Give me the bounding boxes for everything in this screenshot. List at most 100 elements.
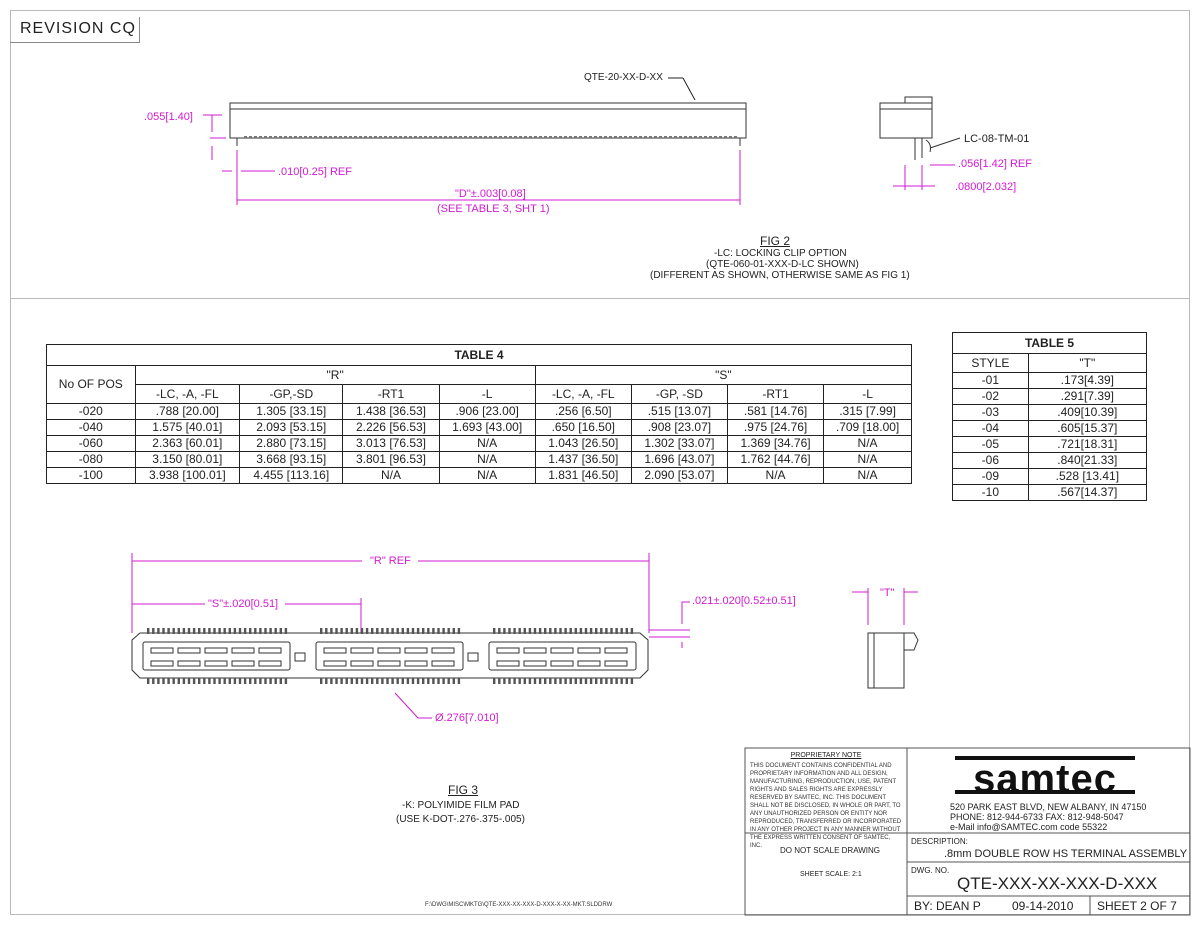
fig3-connector-top-view	[131, 632, 649, 679]
table-4-header-cell: -RT1	[726, 384, 825, 404]
table-cell: -04	[952, 420, 1029, 437]
table-cell: 1.831 [46.50]	[534, 467, 632, 484]
fig3-side-view	[867, 632, 919, 689]
fig2-part-label: QTE-20-XX-D-XX	[584, 72, 663, 83]
table-cell: -05	[952, 436, 1029, 453]
company-address-block: 520 PARK EAST BLVD, NEW ALBANY, IN 47150…	[950, 802, 1146, 832]
table-cell: .315 [7.99]	[823, 403, 912, 420]
fig2-lc-dims	[893, 164, 955, 190]
table-cell: -06	[952, 452, 1029, 469]
file-path: F:\DWG\MISC\MKTG\QTE-XXX-XX-XXX-D-XXX-X-…	[425, 902, 613, 908]
table-cell: 1.438 [36.53]	[342, 403, 440, 420]
table-4-header-cell: -RT1	[342, 384, 440, 404]
drawing-frame	[10, 10, 1190, 915]
table-row: -05.721[18.31]	[952, 436, 1148, 453]
fig3-dim-thk: .021±.020[0.52±0.51]	[692, 595, 796, 607]
table-cell: .528 [13.41]	[1027, 468, 1148, 485]
table-cell: .908 [23.07]	[630, 419, 728, 436]
fig2-dim-ref: .010[0.25] REF	[278, 166, 352, 178]
fig2-dim-d-note: (SEE TABLE 3, SHT 1)	[437, 203, 550, 215]
table-4-header-cell: -GP,-SD	[239, 384, 344, 404]
table-4-header-cell: -LC, -A, -FL	[534, 384, 632, 404]
table-cell: .709 [18.00]	[823, 419, 912, 436]
proprietary-note-title: PROPRIETARY NOTE	[790, 752, 862, 759]
sheet-scale: SHEET SCALE: 2:1	[800, 871, 862, 878]
table-cell: .788 [20.00]	[134, 403, 241, 420]
table-4: TABLE 4 No OF POS "R" "S" -LC, -A, -FL-G…	[46, 344, 913, 484]
table-row: -06.840[21.33]	[952, 452, 1148, 469]
sheet-number: SHEET 2 OF 7	[1097, 899, 1177, 913]
table-4-group-s: "S"	[534, 365, 913, 385]
fig3-dimension-lines	[131, 553, 918, 719]
table-cell: 1.693 [43.00]	[438, 419, 536, 436]
fig2-leader	[668, 77, 696, 101]
proprietary-note: PROPRIETARY NOTE THIS DOCUMENT CONTAINS …	[750, 752, 902, 850]
dwg-no: QTE-XXX-XX-XXX-D-XXX	[957, 874, 1158, 893]
table-cell: N/A	[823, 467, 912, 484]
table-cell: .256 [6.50]	[534, 403, 632, 420]
table-row: -03.409[10.39]	[952, 404, 1148, 421]
table-5-col-style: STYLE	[952, 353, 1029, 373]
table-cell: .605[15.37]	[1027, 420, 1148, 437]
table-cell: 3.801 [96.53]	[342, 451, 440, 468]
fig2-title: FIG 2	[760, 234, 791, 248]
table-cell: N/A	[726, 467, 825, 484]
table-5: TABLE 5 STYLE "T" -01.173[4.39]-02.291[7…	[952, 332, 1148, 501]
table-cell: N/A	[438, 435, 536, 452]
table-cell: 1.762 [44.76]	[726, 451, 825, 468]
table-row: -09.528 [13.41]	[952, 468, 1148, 485]
description: .8mm DOUBLE ROW HS TERMINAL ASSEMBLY	[944, 848, 1188, 860]
table-cell: .581 [14.76]	[726, 403, 825, 420]
table-cell: N/A	[823, 451, 912, 468]
fig2-dim-lc1: .056[1.42] REF	[958, 158, 1032, 170]
table-cell: 3.938 [100.01]	[134, 467, 241, 484]
table-cell: .173[4.39]	[1027, 372, 1148, 389]
proprietary-note-text: THIS DOCUMENT CONTAINS CONFIDENTIAL AND …	[750, 763, 902, 849]
fig3-line1: -K: POLYIMIDE FILM PAD	[402, 800, 520, 811]
fig3-dim-r: "R" REF	[370, 555, 411, 567]
table-cell: -10	[952, 484, 1029, 501]
table-cell: -040	[46, 419, 136, 436]
table-cell: .721[18.31]	[1027, 436, 1148, 453]
table-row: -020.788 [20.00]1.305 [33.15]1.438 [36.5…	[46, 403, 912, 420]
company-email: e-Mail info@SAMTEC.com code 55322	[950, 822, 1108, 832]
table-cell: 1.305 [33.15]	[239, 403, 344, 420]
table-cell: 1.302 [33.07]	[630, 435, 728, 452]
table-cell: 1.575 [40.01]	[134, 419, 241, 436]
do-not-scale: DO NOT SCALE DRAWING	[780, 846, 881, 855]
table-cell: -01	[952, 372, 1029, 389]
table-5-title: TABLE 5	[952, 332, 1147, 354]
fig3-dim-s: "S"±.020[0.51]	[208, 598, 279, 610]
table-cell: .650 [16.50]	[534, 419, 632, 436]
table-cell: 4.455 [113.16]	[239, 467, 344, 484]
table-row: -10.567[14.37]	[952, 484, 1148, 501]
table-4-title: TABLE 4	[46, 344, 912, 366]
dwg-no-label: DWG. NO.	[911, 866, 950, 875]
table-cell: .906 [23.00]	[438, 403, 536, 420]
table-cell: -080	[46, 451, 136, 468]
table-4-header-cell: -LC, -A, -FL	[134, 384, 241, 404]
revision-box: REVISION CQ	[10, 17, 140, 43]
company-phone: PHONE: 812-944-6733 FAX: 812-948-5047	[950, 812, 1124, 822]
table-cell: -03	[952, 404, 1029, 421]
fig2-line3: (DIFFERENT AS SHOWN, OTHERWISE SAME AS F…	[650, 270, 910, 281]
table-cell: 2.093 [53.15]	[239, 419, 344, 436]
fig2-line2: (QTE-060-01-XXX-D-LC SHOWN)	[706, 259, 859, 270]
table-cell: 3.013 [76.53]	[342, 435, 440, 452]
fig2-lc-profile	[879, 96, 961, 160]
fig3-dim-dia: Ø.276[7.010]	[435, 712, 499, 724]
company-address: 520 PARK EAST BLVD, NEW ALBANY, IN 47150	[950, 802, 1147, 812]
table-4-header-cell: -GP, -SD	[630, 384, 728, 404]
fig3-dim-t: "T"	[880, 587, 895, 599]
table-cell: 1.437 [36.50]	[534, 451, 632, 468]
table-cell: .975 [24.76]	[726, 419, 825, 436]
table-cell: 1.369 [34.76]	[726, 435, 825, 452]
table-cell: .291[7.39]	[1027, 388, 1148, 405]
table-4-group-r: "R"	[134, 365, 536, 385]
description-label: DESCRIPTION:	[911, 837, 968, 846]
